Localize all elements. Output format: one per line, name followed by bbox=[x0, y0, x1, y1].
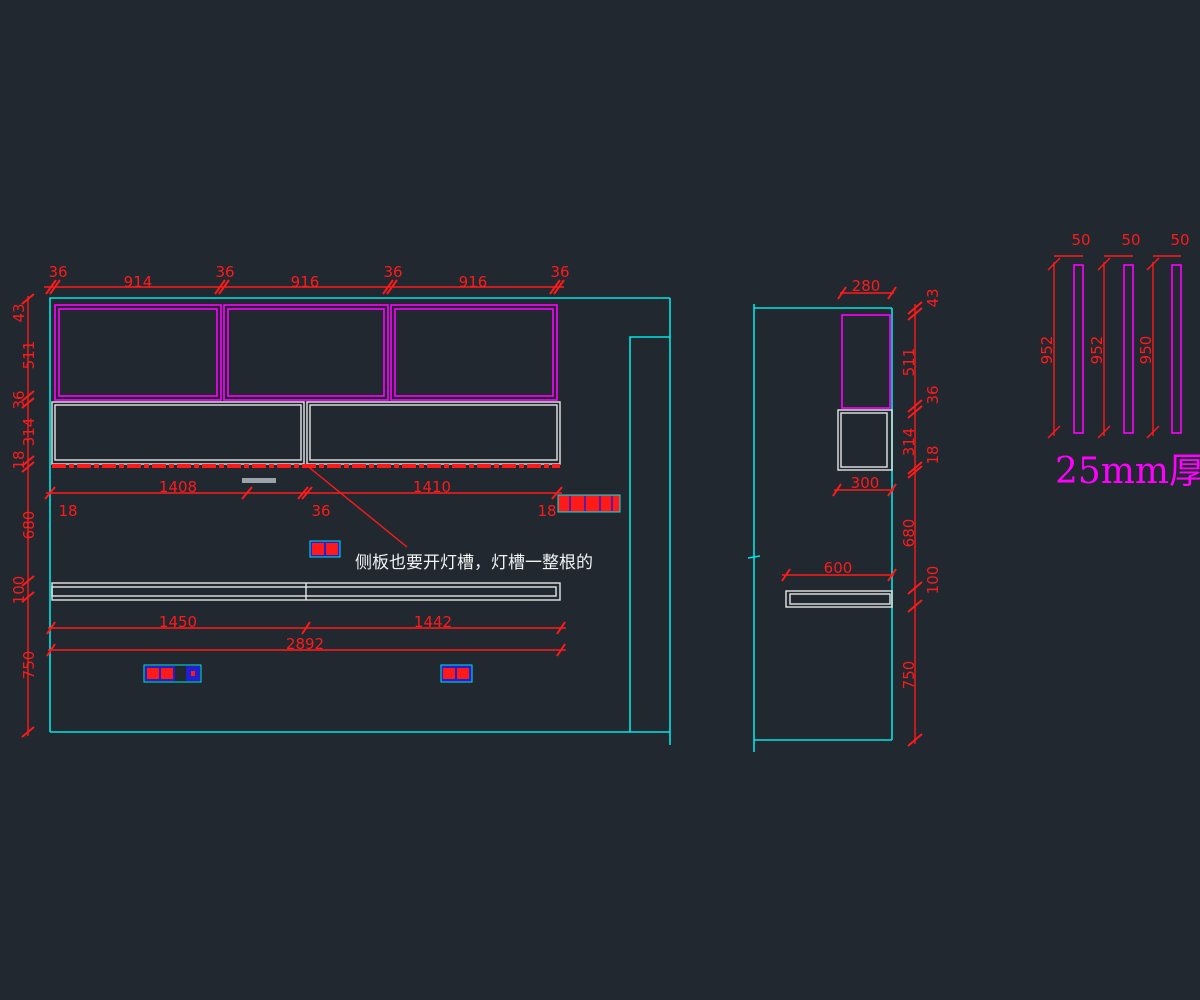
dim-label: 1450 bbox=[159, 613, 197, 631]
dim-label: 43 bbox=[10, 303, 28, 322]
dim-label: 36 bbox=[215, 263, 234, 281]
shelf-side bbox=[785, 590, 893, 608]
dim-label: 1442 bbox=[414, 613, 452, 631]
shelf bbox=[51, 582, 561, 601]
dim-label: 36 bbox=[383, 263, 402, 281]
wall-outline bbox=[49, 297, 671, 745]
dim-label: 914 bbox=[124, 273, 153, 291]
dim-label: 1410 bbox=[413, 478, 451, 496]
dim-label: 600 bbox=[824, 559, 853, 577]
dim-label: 18 bbox=[924, 445, 942, 464]
dim-label: 36 bbox=[924, 385, 942, 404]
top-dimension: 36 914 36 916 36 916 36 bbox=[44, 263, 570, 295]
dim-label: 680 bbox=[900, 519, 918, 548]
dim-label: 750 bbox=[20, 651, 38, 680]
dim-label: 916 bbox=[291, 273, 320, 291]
dim-label: 18 bbox=[58, 502, 77, 520]
right-dimension: 43 511 36 314 18 680 100 750 bbox=[900, 288, 942, 747]
dim-label: 100 bbox=[924, 566, 942, 595]
front-elevation: 36 914 36 916 36 916 36 43 511 36 314 18… bbox=[10, 263, 671, 745]
dim-label: 952 bbox=[1088, 336, 1106, 365]
side-elevation: 280 300 600 43 511 36 314 18 680 100 750 bbox=[747, 277, 942, 752]
dim-label: 36 bbox=[10, 390, 28, 409]
dim-label: 280 bbox=[852, 277, 881, 295]
dim-label: 750 bbox=[900, 661, 918, 690]
side-boards: 50 50 50 952 952 950 25mm厚 bbox=[1038, 231, 1200, 492]
dim-label: 950 bbox=[1137, 336, 1155, 365]
left-dimension: 43 511 36 314 18 680 100 750 bbox=[10, 293, 38, 738]
wall-outline bbox=[747, 304, 893, 752]
dim-label: 36 bbox=[550, 263, 569, 281]
upper-cabinets bbox=[54, 304, 558, 401]
dim-label: 18 bbox=[10, 450, 28, 469]
lower-cabinets bbox=[51, 401, 561, 465]
note-text: 侧板也要开灯槽，灯槽一整根的 bbox=[355, 553, 593, 573]
dim-label: 36 bbox=[48, 263, 67, 281]
socket-strip bbox=[557, 494, 621, 513]
dim-label: 314 bbox=[900, 428, 918, 457]
dim-label: 300 bbox=[851, 474, 880, 492]
thickness-label: 25mm厚 bbox=[1055, 451, 1200, 492]
dim-label: 50 bbox=[1071, 231, 1090, 249]
dim-label: 18 bbox=[537, 502, 556, 520]
dim-label: 2892 bbox=[286, 635, 324, 653]
upper-cabinet-side bbox=[841, 314, 891, 409]
dim-label: 43 bbox=[924, 288, 942, 307]
socket bbox=[309, 540, 341, 558]
dim-label: 100 bbox=[10, 576, 28, 605]
dim-label: 1408 bbox=[159, 478, 197, 496]
dim-label: 680 bbox=[20, 511, 38, 540]
depth-dimensions: 280 300 600 bbox=[781, 277, 897, 582]
socket bbox=[143, 664, 202, 683]
dim-label: 50 bbox=[1121, 231, 1140, 249]
shelf-dimension: 1450 1442 2892 bbox=[46, 613, 566, 657]
dim-label: 952 bbox=[1038, 336, 1056, 365]
dim-label: 314 bbox=[20, 418, 38, 447]
dim-label: 916 bbox=[459, 273, 488, 291]
socket bbox=[440, 664, 473, 683]
dim-label: 511 bbox=[900, 348, 918, 377]
lower-cabinet-side bbox=[837, 409, 893, 471]
light-label bbox=[242, 478, 276, 483]
dim-label: 36 bbox=[311, 502, 330, 520]
dim-label: 50 bbox=[1170, 231, 1189, 249]
dim-label: 511 bbox=[20, 341, 38, 370]
note-leader bbox=[304, 463, 408, 548]
cabinet-width-dimension: 1408 1410 18 36 18 bbox=[44, 478, 563, 520]
